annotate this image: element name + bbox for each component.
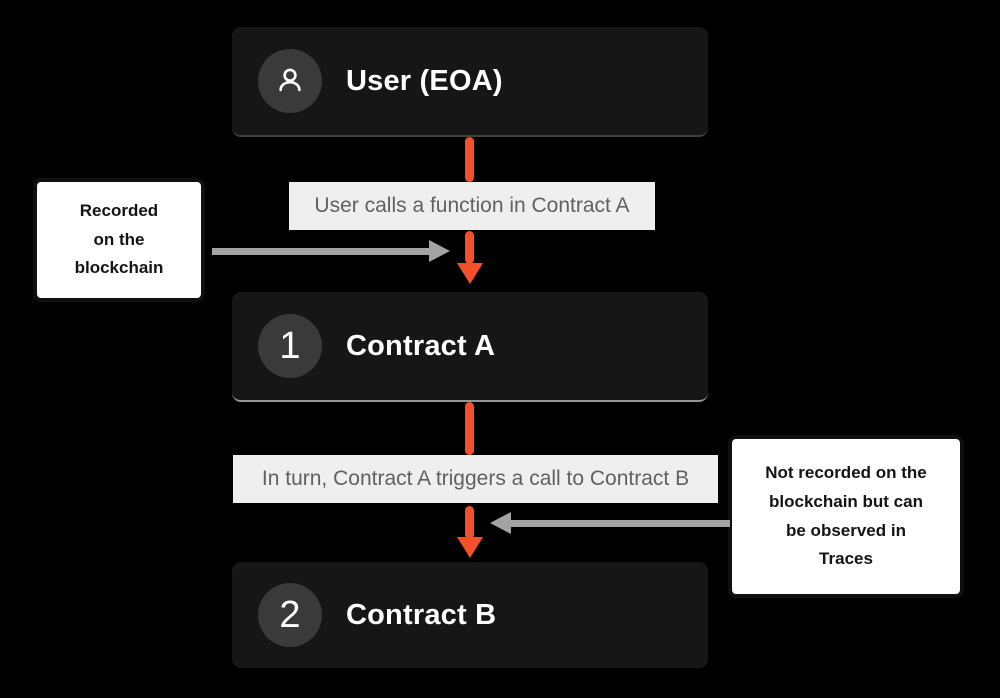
note-line: on the [93,229,145,249]
note-line: Recorded [79,201,159,221]
arrow-down-head-icon [457,263,483,284]
user-avatar-badge [258,49,322,113]
arrow-a-to-b-segment-top [465,402,474,455]
arrow-a-to-b-segment-bottom [465,506,474,539]
contract-a-number-badge: 1 [258,314,322,378]
arrow-down-head-icon [457,537,483,558]
contract-b-number-badge: 2 [258,583,322,647]
node-user-label: User (EOA) [346,64,503,97]
arrow-left-head-icon [490,512,511,534]
node-contract-a: 1 Contract A [232,292,708,402]
node-user-eoa: User (EOA) [232,27,708,137]
note-observed-in-traces: Not recorded on the blockchain but can b… [728,435,964,598]
arrow-user-to-a-segment-top [465,137,474,182]
node-contract-b: 2 Contract B [232,562,708,668]
gray-arrow-recorded-shaft [212,248,430,255]
note-line: blockchain [74,258,164,278]
gray-arrow-traces-shaft [511,520,730,527]
note-line: Not recorded on the [765,463,927,483]
flow-label-user-calls-a: User calls a function in Contract A [289,182,655,230]
person-icon [279,68,301,92]
note-line: blockchain but can [769,491,923,511]
note-recorded-on-blockchain: Recorded on the blockchain [33,178,205,302]
arrow-user-to-a-segment-bottom [465,231,474,264]
node-contract-a-label: Contract A [346,329,496,362]
note-line: Traces [819,549,873,569]
flow-label-a-triggers-b: In turn, Contract A triggers a call to C… [233,455,718,503]
node-contract-b-label: Contract B [346,598,497,631]
arrow-right-head-icon [429,240,450,262]
note-line: be observed in [786,520,906,540]
